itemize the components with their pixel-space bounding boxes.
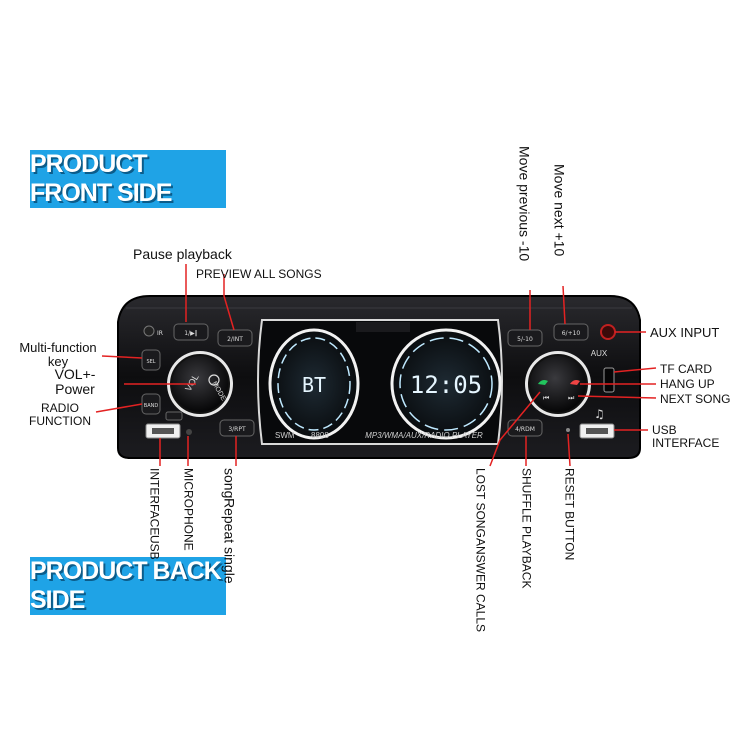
vol-mode-knob[interactable]: VOL MODE [167, 351, 233, 417]
music-note-icon: ♫ [594, 407, 605, 421]
label-move-next: Move next +10 [551, 164, 568, 257]
label-multi-function-line2: key [47, 353, 69, 369]
label-usb-left-line1: USB [147, 535, 162, 561]
sd-icon [165, 411, 183, 421]
label-microphone: MICROPHONE [181, 468, 196, 551]
label-answer-calls-lost-song: ANSWER CALLS LOST SONG [473, 468, 488, 632]
svg-text:1/▶‖: 1/▶‖ [184, 330, 197, 337]
label-radio-line2: FUNCTION [29, 413, 91, 428]
label-next-song: NEXT SONG [660, 392, 731, 406]
label-tf-card: TF CARD [660, 362, 712, 376]
preset-button-4[interactable]: 4/RDM [507, 419, 543, 437]
label-usb-right-line1: USB [652, 423, 677, 437]
svg-text:BAND: BAND [144, 403, 159, 409]
label-multi-function-line1: Multi-function [19, 340, 97, 355]
band-button[interactable]: BAND [141, 393, 161, 415]
reset-hole [566, 428, 570, 432]
model-number: 8808 [311, 431, 329, 440]
label-vol-line2: Power [55, 380, 95, 397]
ir-sensor [143, 325, 155, 337]
label-usb-interface-left: USB INTERFACE [147, 468, 162, 561]
left-oval-display [268, 328, 360, 440]
label-answer-line1: ANSWER CALLS [473, 537, 488, 632]
model-brand: SWM [275, 431, 295, 440]
preset-button-5[interactable]: 5/-10 [507, 329, 543, 347]
label-radio-line1: RADIO [40, 401, 79, 415]
right-display-clock: 12:05 [410, 371, 482, 399]
label-shuffle-playback: SHUFFLE PLAYBACK [519, 468, 534, 589]
product-front-side-banner: PRODUCT FRONT SIDE [30, 150, 226, 208]
label-vol-line1: VOL+- [54, 366, 96, 382]
label-repeat-line1: Repeat single [221, 498, 238, 584]
svg-text:3/RPT: 3/RPT [228, 426, 246, 433]
label-move-previous: Move previous -10 [516, 146, 533, 262]
next-track-icon: ⏭ [568, 394, 575, 402]
answer-call-icon [538, 380, 548, 385]
right-control-knob[interactable]: ⏮ ⏭ [525, 351, 591, 417]
right-oval-display [390, 328, 502, 440]
aux-mark: AUX [591, 349, 608, 358]
label-multi-function-key: Multi-function key [8, 341, 108, 368]
label-hang-up: HANG UP [660, 377, 715, 391]
label-radio-function: RADIO FUNCTION [20, 402, 100, 427]
label-usb-interface-right: USB INTERFACE [652, 424, 719, 449]
label-usb-right-line2: INTERFACE [652, 435, 720, 450]
preset-button-2[interactable]: 2/INT [217, 329, 253, 347]
product-back-side-banner: PRODUCT BACK SIDE [30, 557, 226, 615]
prev-track-icon: ⏮ [543, 394, 549, 402]
cd-slot [356, 322, 410, 332]
preset-button-6[interactable]: 6/+10 [553, 323, 589, 341]
left-display-text: BT [302, 373, 326, 397]
svg-text:SEL: SEL [146, 359, 155, 365]
player-text: MP3/WMA/AUX/RADIO PLAYER [365, 431, 483, 440]
label-answer-line2: LOST SONG [473, 468, 488, 538]
svg-text:5/-10: 5/-10 [517, 336, 533, 343]
power-icon [208, 374, 220, 386]
callout-lines [95, 264, 657, 467]
svg-text:4/RDM: 4/RDM [515, 426, 535, 433]
label-pause-playback: Pause playback [133, 246, 232, 262]
label-usb-left-line2: INTERFACE [147, 468, 162, 536]
label-vol-power: VOL+- Power [30, 367, 120, 396]
aux-input-jack[interactable] [600, 324, 616, 340]
preset-button-3[interactable]: 3/RPT [219, 419, 255, 437]
label-repeat-line2: song [221, 468, 238, 499]
ir-label: IR [157, 330, 163, 337]
label-preview-all-songs: PREVIEW ALL SONGS [196, 267, 322, 281]
microphone-hole [186, 429, 192, 435]
tf-card-slot[interactable] [603, 367, 615, 393]
hang-up-icon [570, 380, 580, 385]
sel-button[interactable]: SEL [141, 349, 161, 371]
preset-button-1[interactable]: 1/▶‖ [173, 323, 209, 341]
svg-text:6/+10: 6/+10 [562, 330, 581, 337]
label-reset-button: RESET BUTTON [562, 468, 577, 561]
label-repeat-single-song: Repeat single song [221, 468, 238, 584]
label-aux-input: AUX INPUT [650, 325, 720, 340]
svg-text:2/INT: 2/INT [227, 336, 243, 343]
